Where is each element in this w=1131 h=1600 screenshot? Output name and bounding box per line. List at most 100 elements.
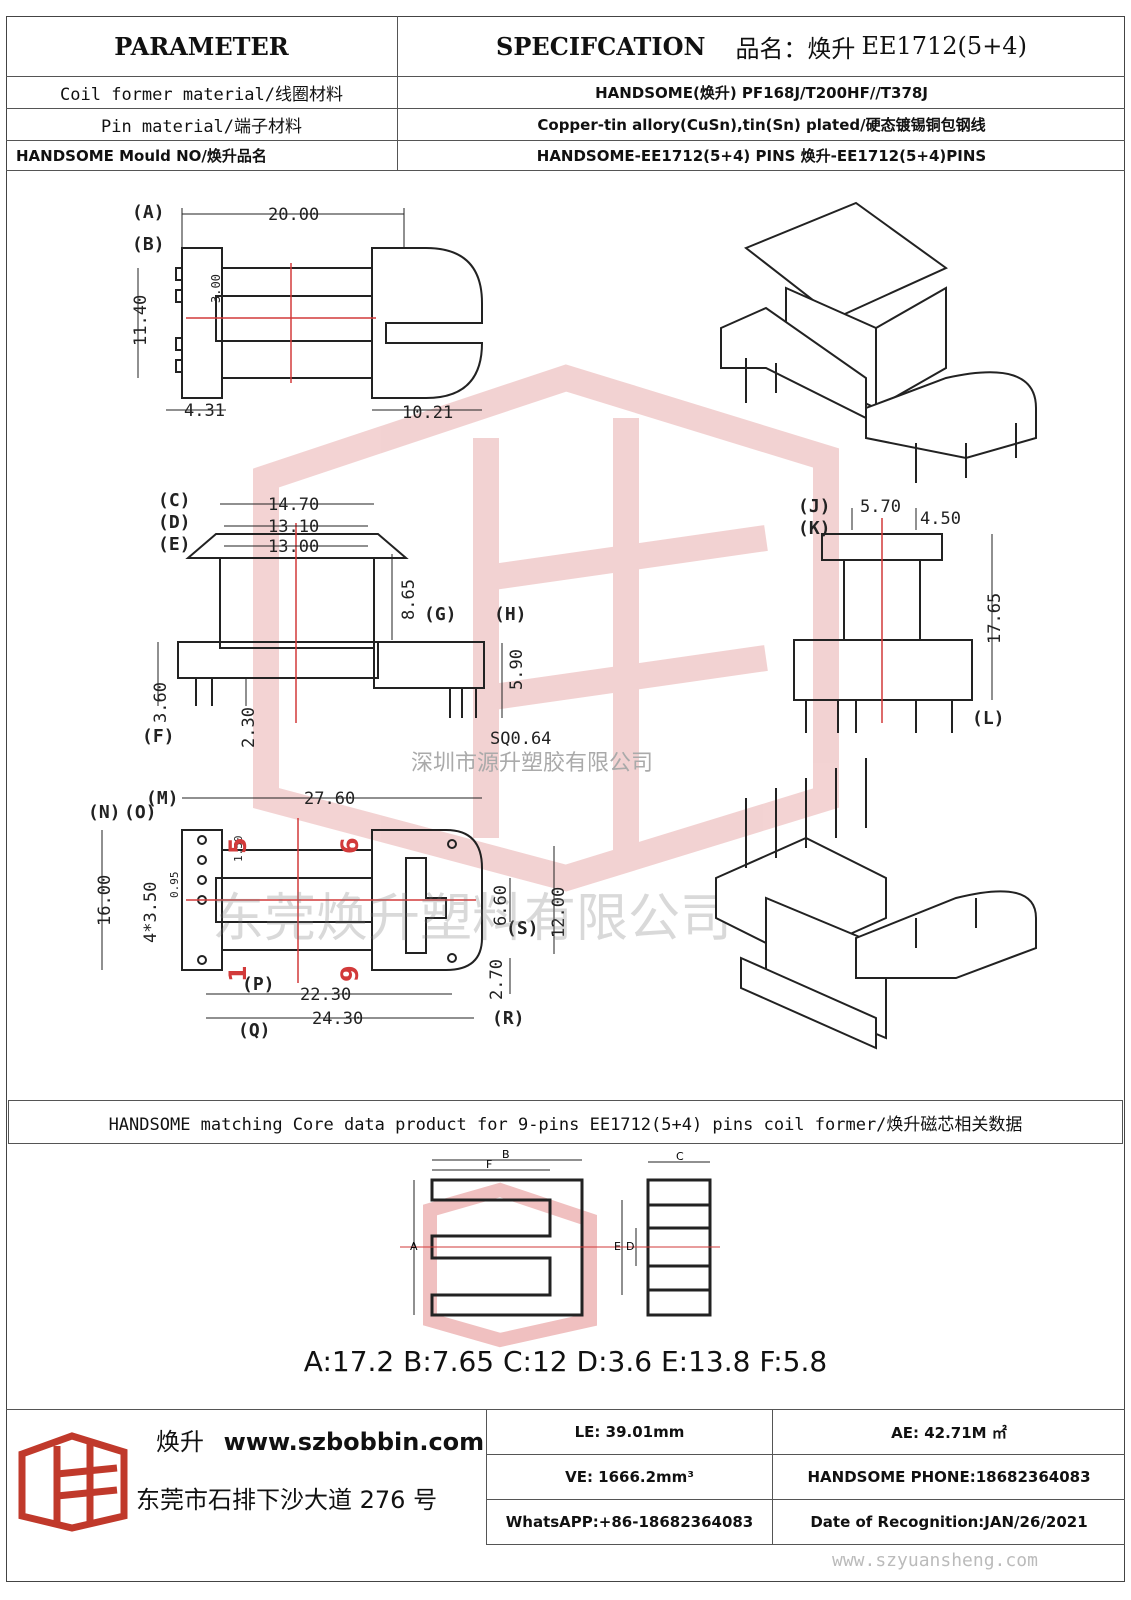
bottom-dimension-lines — [101, 797, 555, 1019]
dim-13-00: 13.00 — [268, 537, 319, 557]
product-name: EE1712(5+4) — [861, 32, 1027, 60]
technical-drawing-svg: (A) (B) 20.00 11.40 3.00 4.31 10.21 — [88, 201, 1037, 1050]
mould-label: HANDSOME Mould NO/焕升品名 — [16, 146, 267, 165]
dim-2-30: 2.30 — [239, 707, 259, 748]
specification-heading: SPECIFCATION 品名：焕升 EE1712(5+4) — [398, 16, 1125, 76]
dim-14-70: 14.70 — [268, 495, 319, 515]
label-h: (H) — [494, 604, 527, 625]
brand-line: 焕升 www.szbobbin.com — [156, 1422, 484, 1457]
ae-cell: AE: 42.71M ㎡ — [772, 1410, 1125, 1454]
brand-name: 焕升 — [156, 1428, 204, 1456]
pin-material-label: Pin material/端子材料 — [100, 116, 303, 137]
date-cell: Date of Recognition:JAN/26/2021 — [772, 1499, 1125, 1544]
dim-1-50: 1.50 — [232, 836, 245, 863]
coil-material-label: Coil former material/线圈材料 — [60, 84, 343, 105]
watermark-company2: 东莞焕升塑料有限公司 — [212, 889, 732, 949]
front-view — [177, 533, 485, 718]
label-l: (L) — [972, 708, 1005, 729]
core-label-c: C — [676, 1150, 684, 1163]
coil-material-value: HANDSOME(焕升) PF168J/T200HF//T378J — [595, 83, 928, 102]
pin-label-6: 6 — [336, 837, 364, 854]
core-label-d: D — [626, 1240, 634, 1253]
dim-12-00: 12.00 — [549, 887, 569, 938]
whatsapp-cell: WhatsAPP:+86-18682364083 — [486, 1499, 772, 1544]
pin-label-9: 9 — [336, 965, 364, 982]
label-j: (J) — [798, 496, 831, 517]
label-p: (P) — [242, 974, 275, 995]
dim-13-10: 13.10 — [268, 517, 319, 537]
website-link[interactable]: www.szbobbin.com — [223, 1428, 485, 1456]
dim-sq: SQ0.64 — [490, 729, 551, 749]
dim-20-00: 20.00 — [268, 205, 319, 225]
top-view-dimension-lines — [137, 208, 482, 411]
dim-16-00: 16.00 — [95, 875, 115, 926]
address: 东莞市石排下沙大道 276 号 — [136, 1486, 438, 1514]
side-dimension-lines — [851, 508, 993, 700]
dim-5-90: 5.90 — [507, 649, 527, 690]
label-s: (S) — [506, 918, 539, 939]
phone-cell: HANDSOME PHONE:18682364083 — [772, 1454, 1125, 1499]
dim-4-50: 4.50 — [920, 509, 961, 529]
label-e: (E) — [158, 534, 191, 555]
pin-label-1: 1 — [224, 965, 252, 982]
dim-3-00: 3.00 — [209, 274, 223, 303]
dim-4-31: 4.31 — [184, 401, 225, 421]
document-frame — [6, 16, 1125, 1582]
top-view-centerlines — [186, 263, 376, 383]
core-watermark — [423, 1182, 597, 1348]
parameter-heading: PARAMETER — [6, 16, 398, 76]
footer-divider-1 — [486, 1454, 1125, 1455]
product-name-label: 品名：焕升 — [735, 34, 856, 63]
label-f: (F) — [142, 726, 175, 747]
dim-22-30: 22.30 — [300, 985, 351, 1005]
label-r: (R) — [492, 1008, 525, 1029]
watermark-url: www.szyuansheng.com — [832, 1550, 1038, 1571]
label-q: (Q) — [238, 1020, 271, 1041]
coil-material-row: Coil former material/线圈材料 HANDSOME(焕升) P… — [6, 76, 1125, 109]
label-d: (D) — [158, 512, 191, 533]
dim-27-60: 27.60 — [304, 789, 355, 809]
dim-24-30: 24.30 — [312, 1009, 363, 1029]
core-values: A:17.2 B:7.65 C:12 D:3.6 E:13.8 F:5.8 — [303, 1345, 828, 1378]
label-o: (O) — [124, 802, 157, 823]
core-drawing: B F A C D E — [400, 1150, 720, 1348]
front-dimension-lines — [157, 503, 503, 718]
matching-core-text: HANDSOME matching Core data product for … — [108, 1114, 1023, 1135]
dim-17-65: 17.65 — [985, 593, 1005, 644]
company-logo-icon — [18, 1432, 128, 1532]
label-a: (A) — [132, 202, 165, 223]
label-m: (M) — [146, 788, 179, 809]
spec-header-table: PARAMETER SPECIFCATION 品名：焕升 EE1712(5+4)… — [6, 16, 1125, 178]
le-cell: LE: 39.01mm — [486, 1410, 772, 1454]
label-n: (N) — [88, 802, 121, 823]
technical-drawing-area: (A) (B) 20.00 11.40 3.00 4.31 10.21 — [6, 178, 1125, 1098]
dim-3-60: 3.60 — [151, 682, 171, 723]
footer-divider-3 — [486, 1544, 1125, 1545]
dim-6-60: 6.60 — [491, 885, 511, 926]
label-k: (K) — [798, 518, 831, 539]
dim-4x3-50: 4*3.50 — [141, 882, 161, 943]
dim-8-65: 8.65 — [399, 579, 419, 620]
dim-0-95: 0.95 — [168, 872, 181, 899]
watermark-company: 深圳市源升塑胶有限公司 — [411, 751, 653, 776]
iso-view-bottom — [715, 758, 1037, 1050]
pin-material-value: Copper-tin allory(CuSn),tin(Sn) plated/硬… — [537, 115, 986, 134]
ve-cell: VE: 1666.2mm³ — [486, 1454, 772, 1499]
label-b: (B) — [132, 234, 165, 255]
iso-view-top — [720, 201, 1037, 483]
label-c: (C) — [158, 490, 191, 511]
pin-label-5: 5 — [224, 837, 252, 854]
title-row: PARAMETER SPECIFCATION 品名：焕升 EE1712(5+4) — [6, 16, 1125, 77]
core-label-e: E — [614, 1240, 621, 1253]
dim-10-21: 10.21 — [402, 403, 453, 423]
dim-2-70: 2.70 — [487, 959, 507, 1000]
pin-material-row: Pin material/端子材料 Copper-tin allory(CuSn… — [6, 108, 1125, 141]
mould-row: HANDSOME Mould NO/焕升品名 HANDSOME-EE1712(5… — [6, 140, 1125, 171]
footer-table: 焕升 www.szbobbin.com 东莞市石排下沙大道 276 号 LE: … — [6, 1409, 1125, 1583]
matching-core-bar: HANDSOME matching Core data product for … — [8, 1100, 1123, 1144]
bottom-centerlines — [186, 818, 476, 983]
label-g: (G) — [424, 604, 457, 625]
top-view — [175, 247, 484, 399]
core-label-a: A — [410, 1240, 418, 1253]
core-label-b: B — [502, 1150, 510, 1161]
